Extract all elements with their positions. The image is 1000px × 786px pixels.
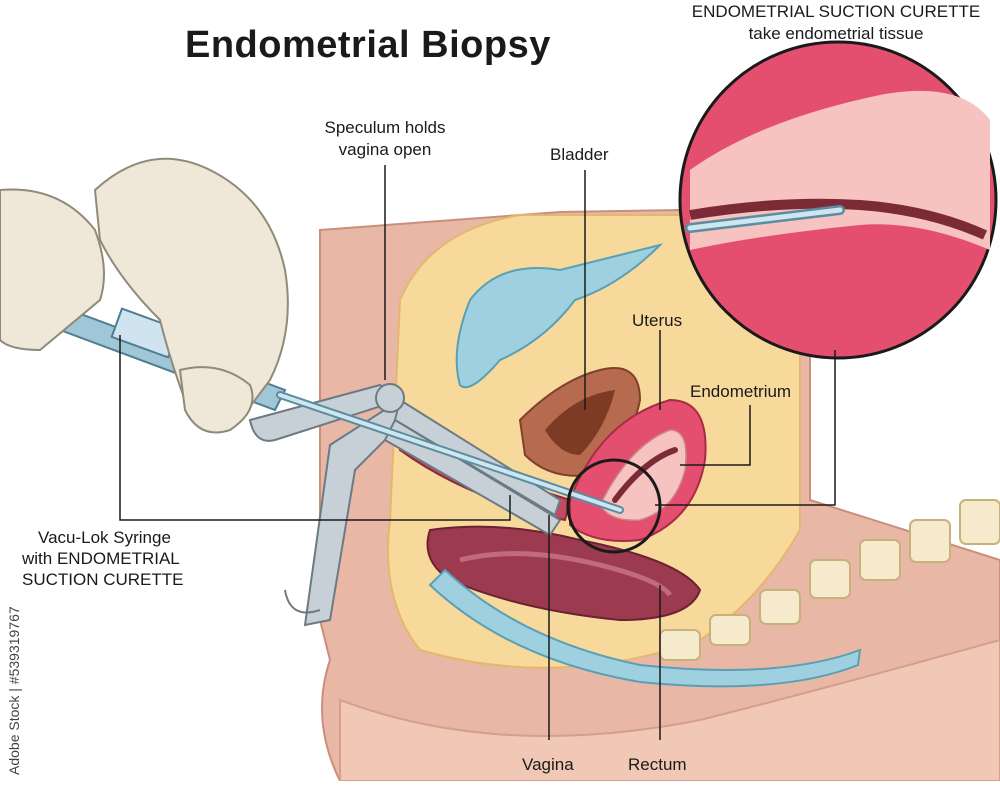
label-bladder: Bladder — [550, 145, 609, 164]
magnifier-ring — [566, 458, 662, 554]
label-syringe-line2: with ENDOMETRIAL — [22, 549, 180, 568]
label-speculum-line2: vagina open — [338, 140, 432, 159]
label-endometrium: Endometrium — [690, 382, 792, 401]
speculum — [248, 383, 562, 627]
colon — [428, 568, 862, 688]
gloved-hands — [0, 157, 289, 434]
uterine-cavity — [612, 447, 678, 503]
label-rectum: Rectum — [628, 755, 687, 774]
watermark: Adobe Stock | #539319767 — [6, 606, 22, 775]
magnifier-connector — [655, 350, 836, 506]
leader-lines — [119, 165, 751, 740]
page-title: Endometrial Biopsy — [185, 24, 551, 66]
inset-title: ENDOMETRIAL SUCTION CURETTE — [691, 2, 981, 21]
label-syringe-line1: Vacu-Lok Syringe — [38, 528, 171, 547]
label-uterus: Uterus — [632, 311, 683, 330]
label-syringe-line3: SUCTION CURETTE — [22, 570, 184, 589]
inset-subtitle: take endometrial tissue — [748, 24, 924, 43]
perineum-skin — [339, 638, 1000, 782]
label-speculum-line1: Speculum holds — [324, 118, 446, 137]
inset-magnifier — [678, 40, 998, 360]
pelvic-organ-inner — [545, 390, 615, 455]
spine — [659, 499, 1000, 661]
rectum-fold — [459, 551, 673, 597]
bladder — [455, 243, 664, 389]
label-vagina: Vagina — [522, 755, 574, 774]
